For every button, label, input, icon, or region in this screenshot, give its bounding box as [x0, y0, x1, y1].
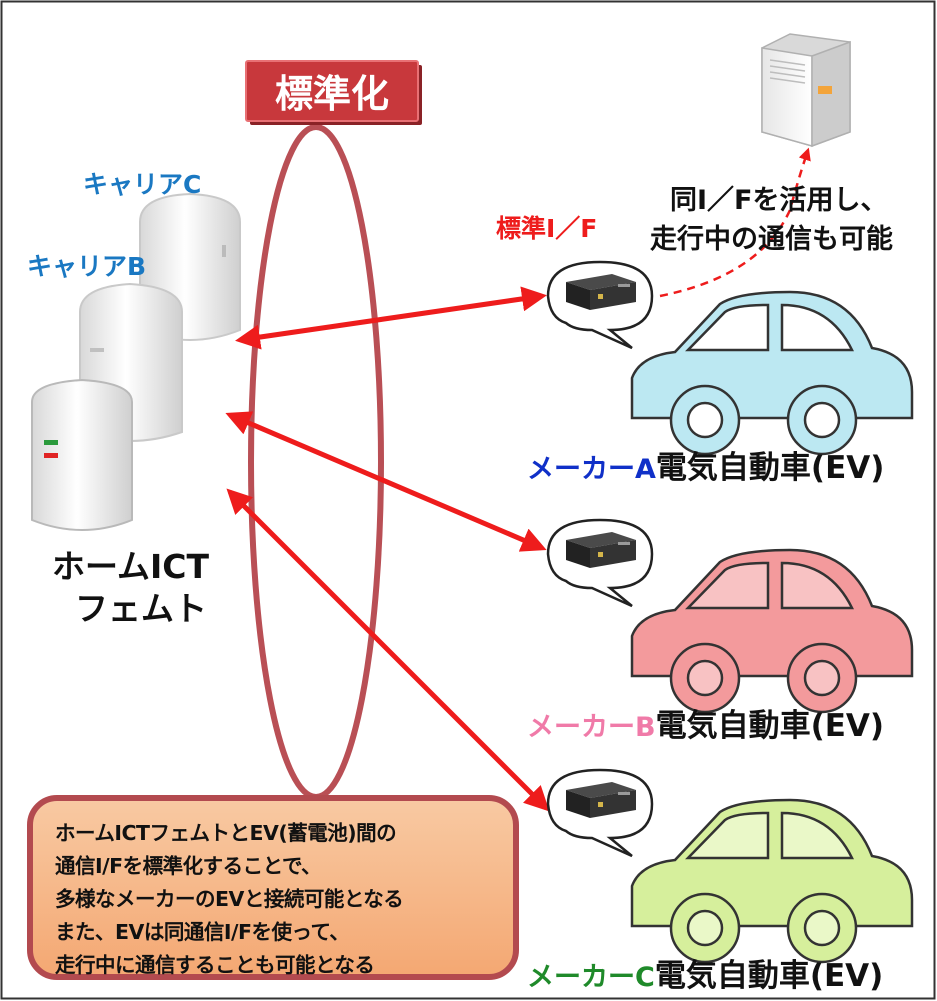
badge-label: 標準化 [275, 72, 389, 116]
status-light-red [44, 453, 58, 458]
car-maker-c: メーカーC [527, 962, 655, 993]
car-window-front [685, 561, 770, 610]
car-window-rear [780, 303, 855, 352]
car-window-front [685, 811, 770, 860]
carrier-c-label: キャリアC [83, 170, 201, 199]
car-window-rear [780, 811, 855, 860]
car-window-rear [780, 561, 855, 610]
car-hubcap [803, 909, 841, 947]
arrow-to-car-c [226, 488, 550, 812]
car-label-a: メーカーA電気自動車(EV) [527, 450, 884, 486]
car-hubcap [803, 401, 841, 439]
carrier-b-label: キャリアB [27, 252, 146, 281]
femto-label-line2: フェムト [75, 589, 207, 628]
car-label-b: メーカーB電気自動車(EV) [527, 708, 884, 744]
car-maker-a: メーカーA [527, 454, 656, 485]
car-hubcap [686, 659, 724, 697]
car-group-c: メーカーC電気自動車(EV) [527, 768, 914, 994]
car-label-c: メーカーC電気自動車(EV) [527, 958, 883, 994]
standardization-badge: 標準化 [245, 60, 422, 125]
communication-device-icon [566, 782, 636, 818]
car-window-front [685, 303, 770, 352]
server-note-line2: 走行中の通信も可能 [650, 223, 893, 255]
car-hubcap [686, 909, 724, 947]
car-maker-b: メーカーB [527, 712, 656, 743]
summary-note: ホームICTフェムトとEV(蓄電池)間の 通信I/Fを標準化することで、 多様な… [27, 795, 519, 980]
dashed-server-link [659, 147, 811, 298]
summary-line: また、EVは同通信I/Fを使って、 [55, 920, 350, 944]
femto-label-line1: ホームICT [52, 547, 210, 586]
car-hubcap [686, 401, 724, 439]
standard-if-label: 標準I／F [496, 214, 597, 243]
communication-device-icon [566, 274, 636, 310]
server-note-line1: 同I／Fを活用し、 [670, 185, 888, 216]
summary-line: 通信I/Fを標準化することで、 [55, 854, 322, 878]
status-light-green [44, 440, 58, 445]
summary-line: 多様なメーカーのEVと接続可能となる [55, 887, 404, 911]
car-hubcap [803, 659, 841, 697]
summary-line: 走行中に通信することも可能となる [55, 953, 375, 977]
car-type-b: 電気自動車(EV) [656, 708, 885, 744]
femto-unit-home-ict [31, 378, 133, 531]
arrow-to-car-a [235, 286, 547, 350]
server-icon [761, 33, 851, 148]
car-type-a: 電気自動車(EV) [656, 450, 885, 486]
car-group-b: メーカーB電気自動車(EV) [527, 518, 914, 744]
car-group-a: メーカーA電気自動車(EV) [527, 260, 914, 486]
summary-line: ホームICTフェムトとEV(蓄電池)間の [55, 821, 397, 845]
car-type-c: 電気自動車(EV) [655, 958, 884, 994]
communication-device-icon [566, 532, 636, 568]
